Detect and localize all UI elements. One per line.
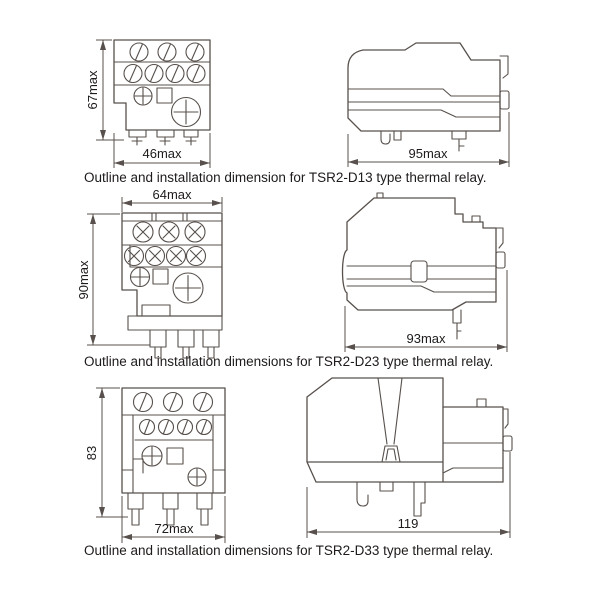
d33-side-width-label: 119 — [398, 516, 419, 531]
d13-figure: 67max 46max 95max — [85, 39, 510, 168]
d23-caption: Outline and installation dimensions for … — [84, 354, 494, 369]
d33-side-width-dimension: 119 — [306, 452, 511, 538]
d13-width-label: 46max — [142, 146, 182, 161]
d13-height-dimension: 67max — [85, 39, 124, 141]
d23-height-dimension: 90max — [76, 213, 150, 346]
d13-front-view — [113, 39, 211, 146]
d33-side-view — [306, 377, 513, 517]
d33-caption: Outline and installation dimensions for … — [84, 543, 494, 558]
d33-figure: 83 72max 119 — [84, 377, 513, 543]
d23-width-dimension: 64max — [121, 187, 223, 212]
d33-height-dimension: 83 — [84, 387, 128, 518]
d13-side-width-label: 95max — [408, 146, 448, 161]
d13-height-label: 67max — [85, 70, 100, 110]
d13-side-view — [347, 42, 510, 152]
d33-width-dimension: 72max — [121, 496, 226, 543]
d13-width-dimension: 46max — [113, 133, 211, 168]
d23-figure: 64max — [76, 187, 508, 359]
d13-caption: Outline and installation dimension for T… — [84, 170, 487, 185]
d33-width-label: 72max — [154, 521, 194, 536]
d33-front-view — [121, 387, 226, 526]
d23-side-width-label: 93max — [406, 331, 446, 346]
d33-height-label: 83 — [84, 446, 99, 460]
d23-height-label: 90max — [76, 260, 91, 300]
d23-side-width-dimension: 93max — [344, 270, 508, 352]
d23-width-label: 64max — [152, 187, 192, 202]
d23-side-view — [341, 192, 506, 340]
d13-side-width-dimension: 95max — [347, 112, 510, 167]
d23-front-view — [121, 212, 223, 359]
